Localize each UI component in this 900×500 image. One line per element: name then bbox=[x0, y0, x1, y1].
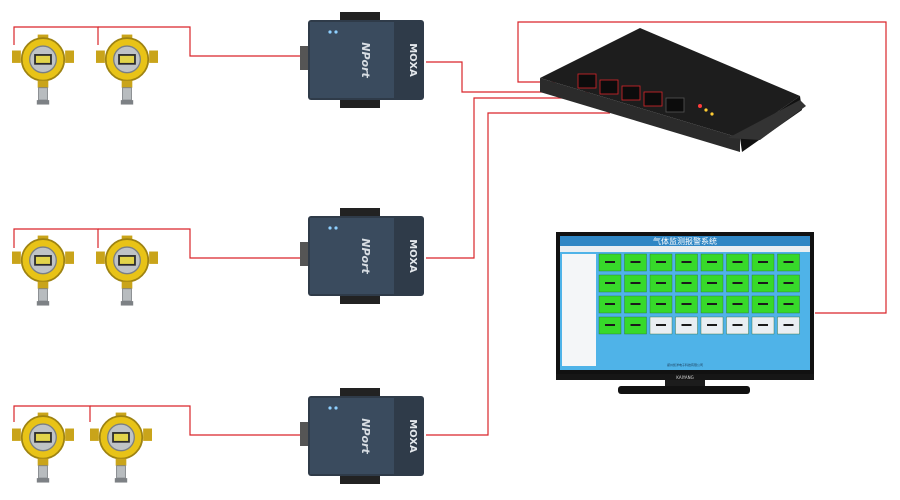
sensor-reading bbox=[707, 303, 717, 305]
sensor-reading bbox=[732, 282, 743, 284]
gas-detector-icon bbox=[12, 34, 74, 106]
serial-converter-1: NPort MOXA bbox=[300, 12, 424, 108]
gas-detector-icon bbox=[96, 34, 158, 106]
sensor-reading bbox=[732, 324, 743, 326]
sensor-reading bbox=[605, 303, 615, 305]
sensor-reading bbox=[656, 261, 666, 263]
gas-detector-icon bbox=[90, 412, 152, 484]
sensor-reading bbox=[732, 261, 743, 263]
serial-converter-2: NPort MOXA bbox=[300, 208, 424, 304]
sensor-reading bbox=[758, 324, 768, 326]
gas-detector-icon bbox=[12, 235, 74, 307]
sensor-reading bbox=[758, 261, 768, 263]
converter-brand-label: MOXA bbox=[407, 43, 418, 77]
sensor-reading bbox=[656, 324, 666, 326]
converter-brand-label: MOXA bbox=[407, 239, 418, 273]
sensor-reading bbox=[630, 324, 641, 326]
sensor-reading bbox=[656, 282, 666, 284]
sensor-reading bbox=[681, 303, 692, 305]
sensor-reading bbox=[681, 282, 692, 284]
sensor-reading bbox=[605, 261, 615, 263]
monitor-stand bbox=[665, 380, 705, 386]
sensor-reading bbox=[656, 303, 666, 305]
sensor-reading bbox=[707, 282, 717, 284]
converter-model-label: NPort bbox=[359, 238, 372, 274]
sensor-reading bbox=[681, 261, 692, 263]
serial-converter-3: NPort MOXA bbox=[300, 388, 424, 484]
monitoring-display: 气体监测报警系统 郑州凯洋电子科技有限公司 KAIYANG bbox=[556, 232, 814, 394]
sensor-reading bbox=[630, 303, 641, 305]
sensor-reading bbox=[630, 261, 641, 263]
sensor-tiles bbox=[598, 253, 800, 335]
converter-model-label: NPort bbox=[359, 418, 372, 454]
sensor-reading bbox=[707, 324, 717, 326]
sensor-reading bbox=[783, 303, 794, 305]
sensor-reading bbox=[605, 282, 615, 284]
sensor-reading bbox=[783, 261, 794, 263]
ethernet-switch bbox=[540, 28, 806, 152]
sensor-reading bbox=[783, 324, 794, 326]
converter-model-label: NPort bbox=[359, 42, 372, 78]
monitor-brand-logo: KAIYANG bbox=[676, 375, 693, 380]
sensor-reading bbox=[681, 324, 692, 326]
device-tree-panel bbox=[562, 254, 596, 366]
detector-row-2 bbox=[12, 235, 158, 307]
sensor-reading bbox=[758, 303, 768, 305]
sensor-reading bbox=[732, 303, 743, 305]
sensor-reading bbox=[707, 261, 717, 263]
sensor-reading bbox=[605, 324, 615, 326]
gas-detector-icon bbox=[12, 412, 74, 484]
screen-title: 气体监测报警系统 bbox=[653, 236, 717, 246]
detector-row-1 bbox=[12, 34, 158, 106]
gas-detector-icon bbox=[96, 235, 158, 307]
sensor-reading bbox=[783, 282, 794, 284]
converter-brand-label: MOXA bbox=[407, 419, 418, 453]
sensor-reading bbox=[758, 282, 768, 284]
sensor-reading bbox=[630, 282, 641, 284]
network-cables bbox=[13, 21, 887, 436]
monitor-base bbox=[618, 386, 750, 394]
detector-row-3 bbox=[12, 412, 152, 484]
screen-footer: 郑州凯洋电子科技有限公司 bbox=[667, 362, 703, 367]
switch-ports bbox=[577, 73, 685, 113]
